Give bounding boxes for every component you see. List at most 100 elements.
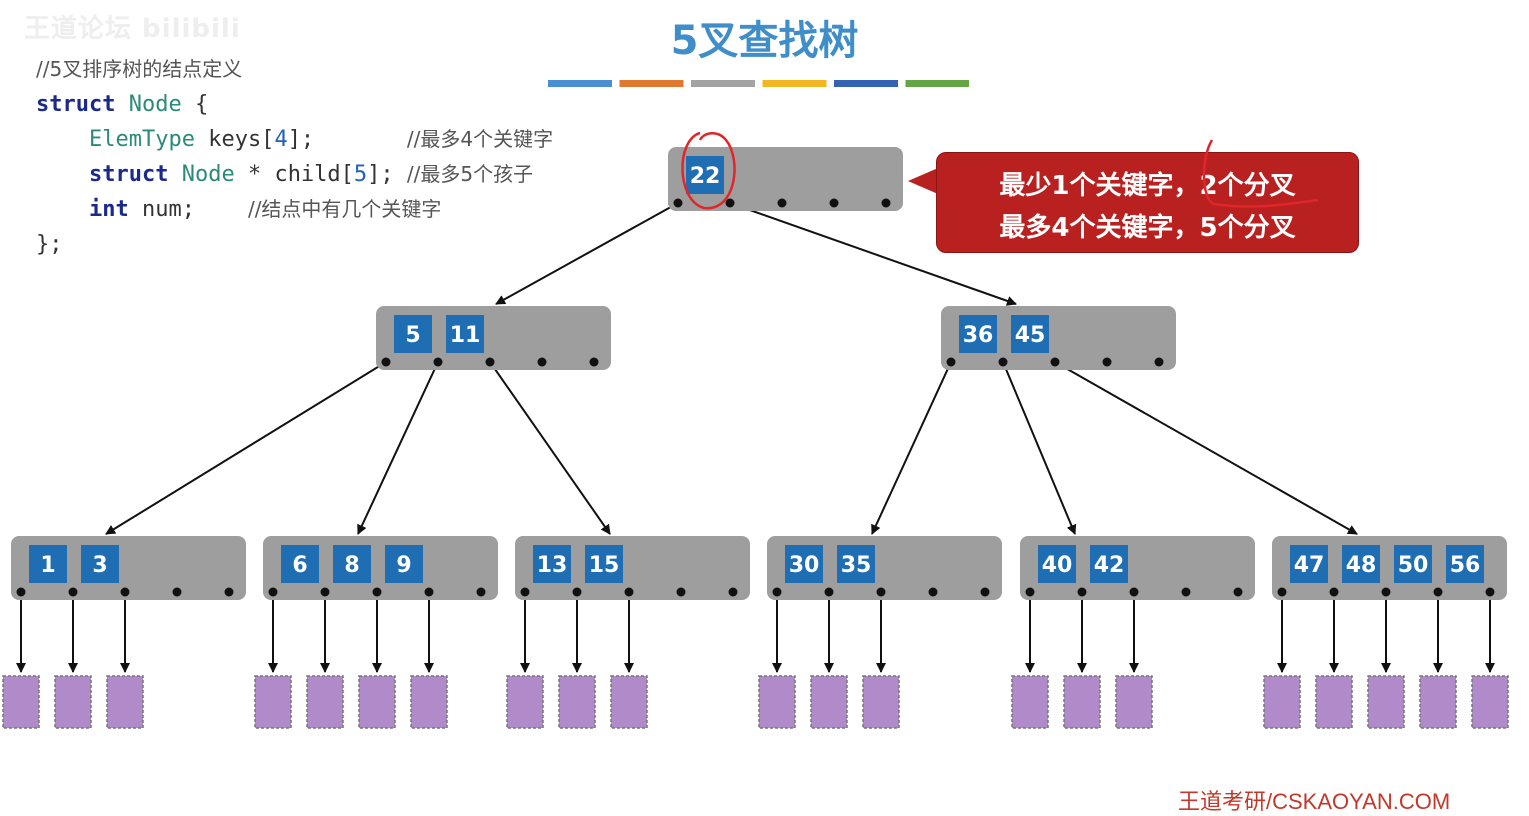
pointer-dot <box>320 587 330 597</box>
key-label: 47 <box>1294 553 1325 578</box>
key-label: 6 <box>292 553 307 578</box>
key-cell <box>686 156 724 194</box>
tree-edges <box>16 202 1495 673</box>
pointer-dot <box>476 587 486 597</box>
key-label: 11 <box>450 323 481 348</box>
empty-leaf <box>254 675 292 729</box>
underline-mark <box>1202 139 1319 208</box>
pointer-dot <box>1329 587 1339 597</box>
color-strip-segment <box>834 80 898 87</box>
pointer-dot <box>120 587 130 597</box>
empty-leaf <box>1263 675 1301 729</box>
code-num-decl: num; <box>141 197 195 222</box>
key-cell <box>394 315 432 353</box>
color-strip-segment <box>691 80 755 87</box>
key-label: 56 <box>1450 553 1481 578</box>
pointer-dot <box>1277 587 1287 597</box>
key-label: 48 <box>1346 553 1377 578</box>
key-cell <box>81 545 119 583</box>
key-cell <box>785 545 823 583</box>
code-keys-end: ]; <box>287 127 315 152</box>
pointer-dot <box>876 587 886 597</box>
pointer-dot <box>824 587 834 597</box>
pointer-dot <box>520 587 530 597</box>
pointer-dot <box>728 587 738 597</box>
key-label: 5 <box>405 323 420 348</box>
child-edge <box>489 361 611 535</box>
empty-leaf <box>506 675 544 729</box>
node-box <box>767 536 1002 600</box>
pointer-dot <box>946 357 956 367</box>
pointer-dot <box>1433 587 1443 597</box>
code-keyword-struct: struct <box>36 92 116 117</box>
key-cell <box>1394 545 1432 583</box>
code-keyword-struct-2: struct <box>88 162 169 187</box>
key-label: 30 <box>789 553 820 578</box>
callout-line-max: 最多4个关键字，5个分叉 <box>999 213 1296 243</box>
pointer-dot <box>1154 357 1164 367</box>
pointer-dot <box>433 357 443 367</box>
empty-leaf <box>862 675 900 729</box>
child-edge <box>495 202 679 305</box>
node-box <box>668 147 903 211</box>
pointer-dot <box>424 587 434 597</box>
code-keys-decl: keys[ <box>208 127 275 152</box>
code-child-size: 5 <box>353 162 368 187</box>
code-type-node-2: Node <box>181 162 235 187</box>
root-node: 22 <box>668 147 903 211</box>
color-strip <box>548 80 969 87</box>
pointer-dot <box>589 357 599 367</box>
color-strip-segment <box>905 80 969 87</box>
node-box <box>941 306 1176 370</box>
pointer-dot <box>624 587 634 597</box>
watermark: 王道论坛 bilibili <box>24 14 241 44</box>
key-cell <box>1090 545 1128 583</box>
key-label: 22 <box>690 164 721 189</box>
empty-leaf <box>106 675 144 729</box>
key-cell <box>959 315 997 353</box>
pointer-dot <box>1485 587 1495 597</box>
key-cell <box>333 545 371 583</box>
color-strip-segment <box>548 80 612 87</box>
empty-leaf <box>1367 675 1405 729</box>
key-cell <box>1446 545 1484 583</box>
node-box <box>11 536 246 600</box>
key-cell <box>585 545 623 583</box>
pointer-dot <box>725 198 735 208</box>
pointer-dot <box>676 587 686 597</box>
pointer-dot <box>172 587 182 597</box>
page-title: 5叉查找树 <box>670 18 859 64</box>
footer-credit: 王道考研/CSKAOYAN.COM <box>1178 789 1451 814</box>
code-block: //5叉排序树的结点定义 struct Node { ElemType keys… <box>36 52 553 262</box>
key-cell <box>533 545 571 583</box>
pointer-dot <box>673 198 683 208</box>
key-cell <box>1038 545 1076 583</box>
child-edge <box>871 361 952 535</box>
key-cell <box>837 545 875 583</box>
code-close-brace: }; <box>36 232 63 257</box>
child-edge <box>357 361 439 535</box>
level1-node: 5 11 <box>376 306 611 370</box>
pointer-dot <box>777 198 787 208</box>
pointer-dot <box>772 587 782 597</box>
key-label: 36 <box>963 323 994 348</box>
empty-leaf <box>1063 675 1101 729</box>
pointer-dot <box>537 357 547 367</box>
child-edge <box>729 202 1017 306</box>
key-label: 40 <box>1042 553 1073 578</box>
pointer-dot <box>980 587 990 597</box>
key-cell <box>385 545 423 583</box>
empty-leaf <box>1419 675 1457 729</box>
empty-leaf <box>1471 675 1509 729</box>
key-label: 9 <box>396 553 411 578</box>
circle-mark <box>681 131 736 210</box>
pointer-dot <box>1025 587 1035 597</box>
pointer-dot <box>1102 357 1112 367</box>
pointer-dot <box>68 587 78 597</box>
